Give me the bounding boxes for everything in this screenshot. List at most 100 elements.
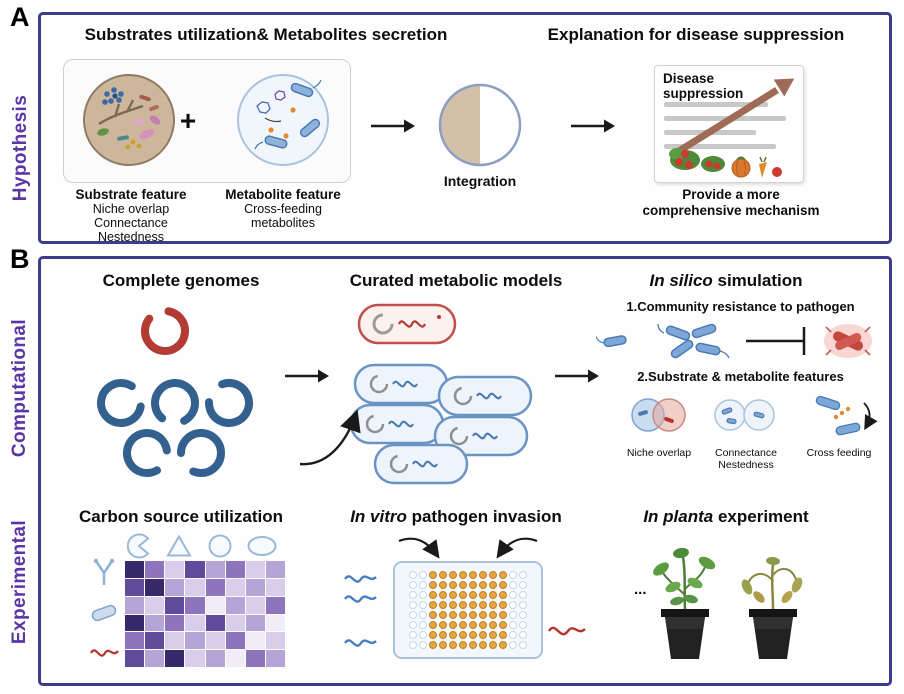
label-nestedness: Nestedness	[718, 459, 774, 471]
substrate-feature-title: Substrate feature	[75, 187, 187, 202]
metabolite-feature-lines: Cross-feeding metabolites	[201, 202, 365, 230]
substrate-line-connectance: Connectance	[94, 216, 168, 230]
plate-well	[429, 631, 437, 639]
plate-well	[409, 611, 417, 619]
heatmap-cell	[205, 561, 225, 578]
plate-well	[409, 641, 417, 649]
plate-well	[509, 641, 517, 649]
heatmap-cell	[145, 650, 165, 667]
microplate	[393, 561, 543, 659]
plate-well	[479, 581, 487, 589]
plate-wells	[409, 571, 527, 649]
feature-minidiagrams-icon	[631, 395, 878, 436]
plate-well	[509, 601, 517, 609]
genome-rings-icon	[97, 307, 253, 477]
inplanta-italic: In planta	[643, 507, 714, 526]
plate-well	[429, 641, 437, 649]
metabolic-models-icon	[349, 303, 533, 485]
plate-well	[489, 571, 497, 579]
sim-item1: 1.Community resistance to pathogen	[626, 299, 855, 314]
plate-well	[409, 571, 417, 579]
plate-well	[489, 641, 497, 649]
heatmap-cell	[205, 632, 225, 650]
heatmap-cell	[185, 561, 205, 578]
plate-well	[469, 631, 477, 639]
plate-well	[429, 601, 437, 609]
heatmap-cell	[265, 632, 285, 650]
heatmap-cell	[145, 596, 165, 614]
heatmap-cell	[145, 578, 165, 596]
plate-well	[409, 581, 417, 589]
substrate-line-niche: Niche overlap	[92, 202, 170, 216]
heatmap-cell	[245, 561, 265, 578]
plate-well	[469, 571, 477, 579]
heatmap-cell	[165, 561, 185, 578]
disease-suppression-box: Disease suppression	[654, 65, 804, 183]
plate-well	[409, 591, 417, 599]
invitro-italic: In vitro	[350, 507, 407, 526]
heatmap-cell	[185, 596, 205, 614]
heatmap-cell	[225, 650, 245, 667]
plate-well	[479, 601, 487, 609]
heatmap-cell	[265, 650, 285, 667]
substrate-community-icon	[83, 74, 175, 166]
plate-well	[449, 641, 457, 649]
plate-well	[469, 601, 477, 609]
plate-well	[499, 591, 507, 599]
metabolite-community-icon	[237, 74, 329, 166]
plate-well	[439, 601, 447, 609]
plate-well	[429, 571, 437, 579]
plate-well	[409, 601, 417, 609]
heatmap-cell	[125, 596, 145, 614]
side-label-experimental: Experimental	[9, 519, 30, 645]
insilico-rest: simulation	[712, 271, 803, 290]
heatmap-cell	[265, 596, 285, 614]
arrow-right-icon	[285, 369, 329, 383]
heatmap-cell	[165, 596, 185, 614]
caption-line2: comprehensive mechanism	[642, 203, 820, 218]
plate-well	[419, 571, 427, 579]
plate-well	[469, 611, 477, 619]
plate-well	[499, 621, 507, 629]
panel-b-letter: B	[10, 244, 30, 274]
plate-well	[419, 621, 427, 629]
plate-well	[499, 601, 507, 609]
substrate-line-nestedness: Nestedness	[97, 230, 164, 244]
plate-well	[499, 571, 507, 579]
heatmap-cell	[225, 561, 245, 578]
heatmap-cell	[185, 632, 205, 650]
plate-well	[499, 581, 507, 589]
col-inplanta-title: In planta experiment	[601, 507, 851, 527]
plate-well	[519, 611, 527, 619]
metabolite-line-2: metabolites	[251, 216, 315, 230]
plate-well	[439, 581, 447, 589]
col-carbon-source-title: Carbon source utilization	[78, 507, 284, 526]
insilico-italic: In silico	[649, 271, 713, 290]
plate-well	[459, 621, 467, 629]
label-cross-feeding: Cross feeding	[806, 447, 872, 459]
plate-well	[459, 601, 467, 609]
heatmap-cell	[245, 614, 265, 632]
plate-well	[439, 591, 447, 599]
plate-well	[439, 641, 447, 649]
heatmap-cell	[125, 561, 145, 578]
plate-arrows-icon	[398, 537, 538, 559]
plate-well	[509, 581, 517, 589]
disease-title: Disease suppression	[663, 71, 743, 101]
plate-well	[439, 611, 447, 619]
plate-well	[499, 631, 507, 639]
plate-well	[459, 641, 467, 649]
plate-well	[449, 581, 457, 589]
heatmap-cell	[125, 614, 145, 632]
substrate-feature-lines: Niche overlap Connectance Nestedness	[49, 202, 213, 244]
plate-well	[509, 571, 517, 579]
plate-well	[459, 611, 467, 619]
plate-well	[419, 611, 427, 619]
heatmap-cell	[125, 632, 145, 650]
col-invitro-title: In vitro pathogen invasion	[316, 507, 596, 527]
arrow-right-icon	[571, 119, 615, 133]
heatmap-cell	[205, 650, 225, 667]
invitro-rest: pathogen invasion	[406, 507, 562, 526]
plate-well	[479, 591, 487, 599]
